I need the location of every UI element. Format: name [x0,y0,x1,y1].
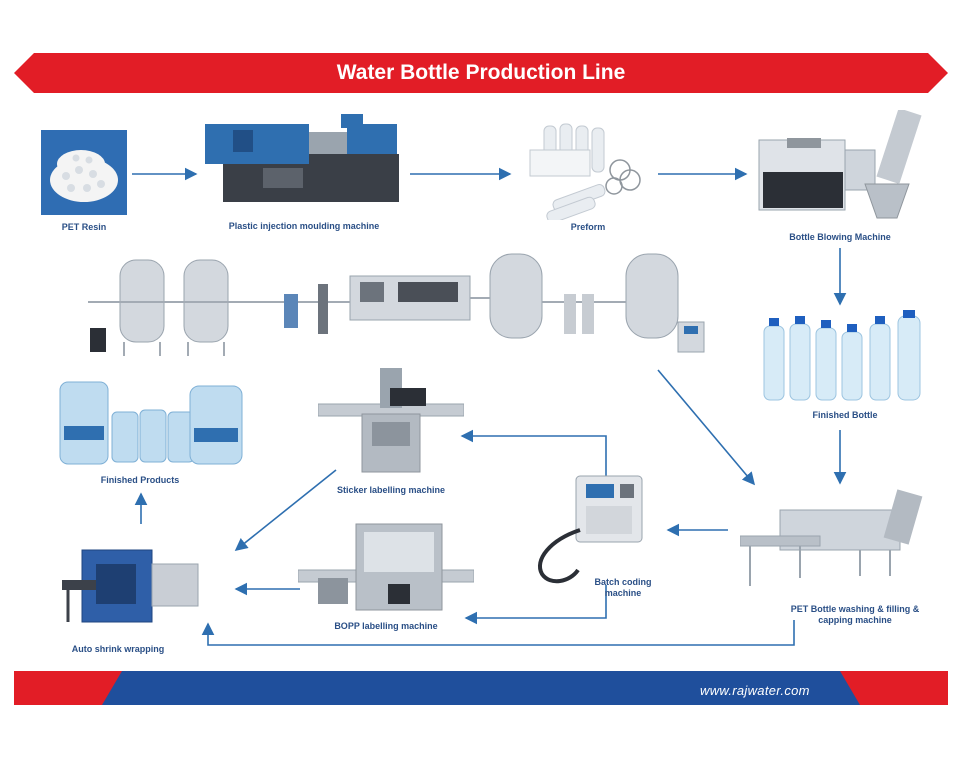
label-sticker-labelling: Sticker labelling machine [336,485,446,495]
label-blowing-machine: Bottle Blowing Machine [789,232,891,242]
sticker-labelling-machine-image [318,368,464,473]
label-pet-resin: PET Resin [61,222,107,232]
arrow-filling-to-wrap [201,620,795,646]
page-title: Water Bottle Production Line [336,61,626,84]
label-injection-machine: Plastic injection moulding machine [228,221,380,231]
injection-machine-image [205,114,399,202]
blowing-machine-image [758,110,922,219]
footer-website[interactable]: www.rajwater.com [700,683,810,698]
arrow-coding-to-bopp [464,585,607,625]
label-bopp-labelling: BOPP labelling machine [334,621,438,631]
finished-bottle-image [763,310,921,401]
pet-resin-image [41,130,127,215]
arrow-sticker-to-wrap [234,469,337,551]
arrow-coding-to-sticker [460,429,607,490]
preform-image [529,123,641,220]
shrink-wrapping-machine-image [62,549,199,623]
arrow-water-to-filling [657,369,756,486]
label-filling-machine: PET Bottle washing & filling & capping m… [790,604,920,625]
filling-machine-image [740,489,923,586]
label-preform: Preform [570,222,606,232]
label-finished-products: Finished Products [100,475,180,485]
water-treatment-plant-image [88,253,705,356]
bopp-labelling-machine-image [298,523,474,611]
label-finished-bottle: Finished Bottle [812,410,878,420]
title-banner [14,53,948,93]
finished-products-image [59,381,243,465]
batch-coding-machine-image [538,475,643,584]
footer-bar [14,671,948,705]
label-batch-coding: Batch coding machine [594,577,652,598]
label-shrink-wrapping: Auto shrink wrapping [71,644,165,654]
